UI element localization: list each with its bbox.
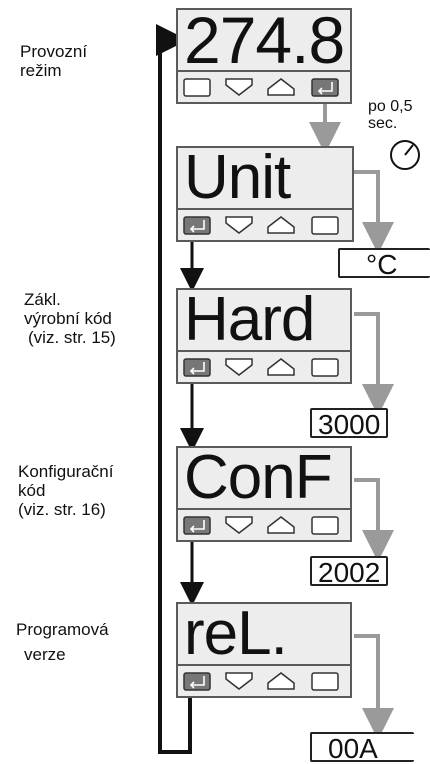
enter-key-icon (311, 78, 339, 97)
keypad (178, 70, 350, 102)
display-conf-text: ConF (184, 443, 333, 512)
arrow-unit-to-value (354, 170, 394, 254)
menu-key-icon (183, 358, 211, 377)
display-main-text: 274.8 (184, 3, 345, 77)
display-rel-text: reL. (184, 599, 288, 668)
enter-key-icon (311, 358, 339, 377)
display-hard-text: Hard (184, 285, 315, 354)
keypad (178, 208, 352, 240)
label-config-code: Konfigurační kód (viz. str. 16) (18, 462, 114, 519)
down-key-icon (225, 78, 253, 96)
down-key-icon (225, 216, 253, 234)
keypad (178, 350, 350, 382)
display-rel: reL. (176, 602, 352, 698)
value-hard: 3000 (310, 408, 389, 440)
up-key-icon (267, 78, 295, 96)
menu-key-icon (183, 78, 211, 97)
display-unit: Unit (176, 146, 354, 242)
clock-icon (390, 140, 420, 170)
loop-back-line (156, 24, 192, 754)
down-key-icon (225, 516, 253, 534)
down-key-icon (225, 358, 253, 376)
up-key-icon (267, 216, 295, 234)
menu-key-icon (183, 672, 211, 691)
display-hard: Hard (176, 288, 352, 384)
display-unit-text: Unit (184, 143, 291, 212)
keypad (178, 664, 350, 696)
arrow-hard-to-value (354, 312, 394, 416)
arrow-conf-to-value (354, 478, 394, 562)
label-timer: po 0,5 sec. (368, 98, 413, 132)
enter-key-icon (311, 216, 339, 235)
display-main: 274.8 (176, 3, 352, 104)
menu-key-icon (183, 216, 211, 235)
menu-key-icon (183, 516, 211, 535)
up-key-icon (267, 358, 295, 376)
keypad (178, 508, 350, 540)
value-conf: 2002 (310, 556, 389, 588)
label-operating-mode: Provozní režim (20, 42, 88, 80)
label-program-version: Programová verze (16, 620, 109, 664)
display-conf: ConF (176, 446, 352, 542)
arrow-rel-to-value (354, 634, 394, 740)
label-basic-code: Zákl. výrobní kód (viz. str. 15) (24, 290, 116, 347)
down-key-icon (225, 672, 253, 690)
up-key-icon (267, 516, 295, 534)
up-key-icon (267, 672, 295, 690)
enter-key-icon (311, 516, 339, 535)
value-unit: °C (338, 248, 430, 280)
enter-key-icon (311, 672, 339, 691)
